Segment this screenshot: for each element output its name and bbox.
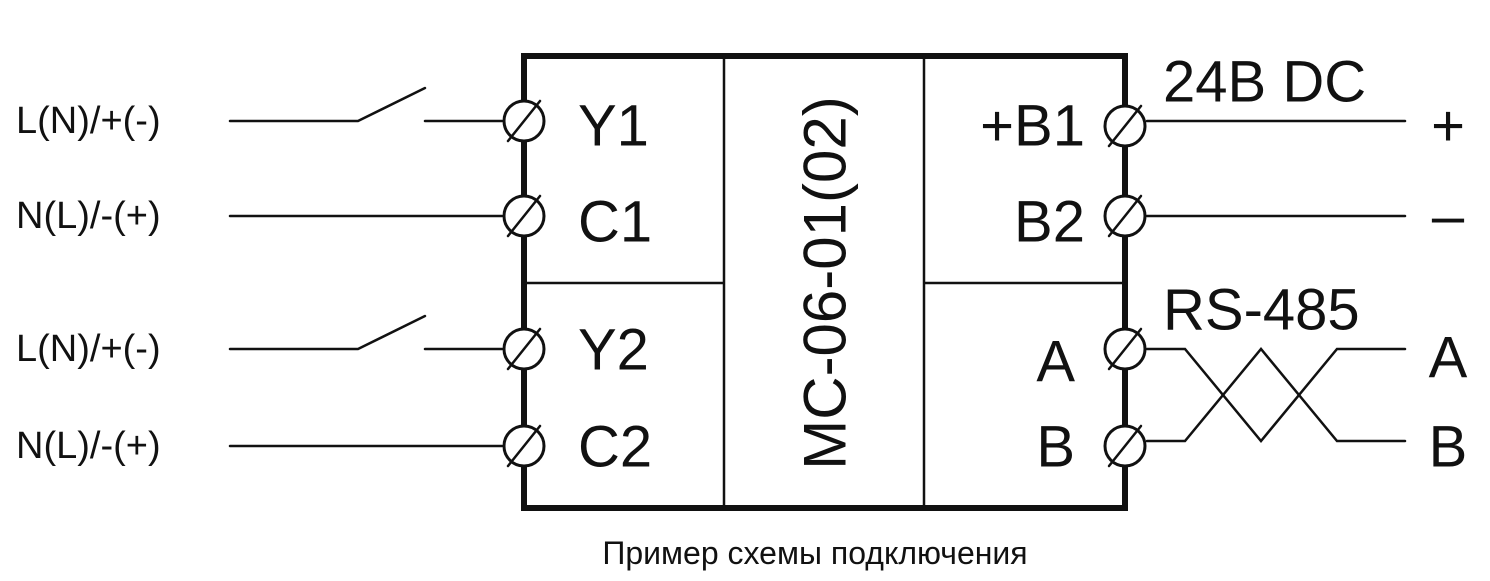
screw-terminal-icon [1103,194,1147,238]
terminal-label: +B1 [980,94,1085,159]
screw-terminal-icon [502,424,546,468]
power-minus-label: – [1432,184,1465,249]
bus-a-label: A [1429,326,1468,391]
terminal-label: B2 [1014,190,1085,255]
input-wire-label: N(L)/-(+) [16,195,161,237]
input-switch-wire [228,314,504,351]
device-model: МС-06-01(02) [792,96,859,469]
screw-terminal-icon [502,327,546,371]
screw-terminal-icon [502,194,546,238]
screw-terminal-icon [1103,327,1147,371]
terminal-label: C2 [578,415,652,480]
diagram-caption: Пример схемы подключения [602,535,1027,571]
screw-terminal-icon [502,99,546,143]
power-heading: 24B DC [1163,50,1366,115]
terminal-label: C1 [578,190,652,255]
bus-wire-b [1145,347,1407,443]
bus-b-label: B [1429,415,1468,480]
terminal-label: Y1 [578,94,649,159]
input-switch-wire [228,86,504,123]
terminal-label: A [1036,330,1075,395]
bus-heading: RS-485 [1163,278,1360,343]
screw-terminal-icon [1103,104,1147,148]
terminal-label: B [1036,415,1075,480]
input-wire-label: N(L)/-(+) [16,425,161,467]
power-plus-label: + [1431,94,1465,159]
bus-wire-a [1145,347,1407,443]
screw-terminal-icon [1103,424,1147,468]
terminal-label: Y2 [578,318,649,383]
input-wire-label: L(N)/+(-) [16,328,161,370]
input-wire-label: L(N)/+(-) [16,100,161,142]
